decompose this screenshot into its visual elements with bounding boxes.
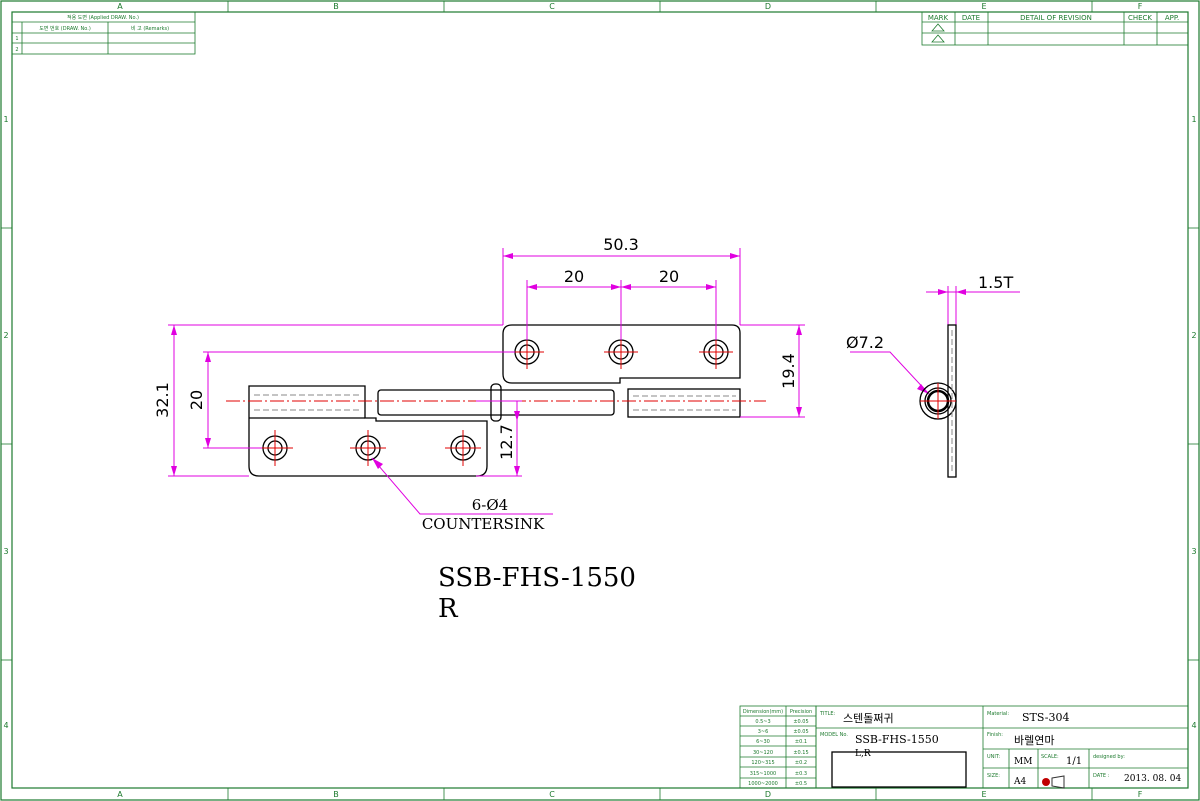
revision-triangle-icon (931, 34, 945, 43)
revision-header-app: APP. (1165, 14, 1179, 22)
dimension-lines (168, 248, 1020, 515)
precision-row-dim: 30~120 (753, 750, 773, 756)
precision-header-dimension: Dimension(mm) (743, 709, 783, 715)
title-value: 스텐돌쩌귀 (843, 712, 894, 725)
zone-col-a-bottom: A (117, 790, 123, 799)
zone-col-e-top: E (981, 2, 986, 11)
zone-col-c-top: C (549, 2, 555, 11)
applied-drawing-table: 적용 도면 (Applied DRAW. No.) 도면 번호 (DRAW. N… (11, 11, 196, 55)
precision-row-dim: 120~315 (751, 760, 774, 766)
revision-header-detail: DETAIL OF REVISION (1020, 14, 1092, 22)
date-label: DATE : (1093, 773, 1110, 779)
precision-row-tol: ±0.5 (795, 781, 807, 787)
pin-collar (490, 383, 502, 422)
dim-thickness: 1.5T (978, 273, 1013, 292)
zone-row-3-left: 3 (3, 547, 8, 556)
scale-label: SCALE: (1041, 754, 1059, 760)
zone-row-1-left: 1 (3, 115, 8, 124)
zone-col-c-bottom: C (549, 790, 555, 799)
countersink-hole (510, 335, 544, 369)
model-sub: L,R (855, 749, 871, 759)
precision-row-tol: ±0.05 (793, 729, 808, 735)
part-hand: R (438, 594, 459, 624)
model-label: MODEL No. (820, 732, 848, 738)
dim-pitch-1: 20 (564, 267, 584, 286)
dim-overall-width: 50.3 (603, 235, 639, 254)
zone-col-f-bottom: F (1138, 790, 1143, 799)
applied-table-col-remarks: 비 고 (Remarks) (131, 25, 169, 32)
dim-inner-height: 20 (187, 390, 206, 410)
zone-row-2-left: 2 (3, 331, 8, 340)
precision-row-dim: 6~30 (756, 739, 770, 745)
precision-row-tol: ±0.2 (795, 760, 807, 766)
revision-header-mark: MARK (928, 14, 949, 22)
zone-col-b-top: B (333, 2, 339, 11)
right-knuckle (627, 388, 741, 418)
model-value: SSB-FHS-1550 (855, 733, 939, 746)
precision-table: Dimension(mm) Precision 0.5~3 ±0.05 3~6 … (739, 705, 817, 789)
applied-table-col-drawno: 도면 번호 (DRAW. No.) (39, 25, 91, 32)
countersink-hole (257, 430, 293, 466)
precision-header-precision: Precision (790, 709, 812, 715)
zone-row-3-right: 3 (1191, 547, 1196, 556)
dim-lower-hole-height: 12.7 (497, 424, 516, 460)
unit-label: UNIT: (987, 754, 1000, 760)
size-label: SIZE: (987, 773, 1000, 779)
precision-row-tol: ±0.3 (795, 771, 807, 777)
size-value: A4 (1013, 777, 1026, 787)
precision-row-dim: 315~1000 (750, 771, 776, 777)
precision-row-tol: ±0.15 (793, 750, 808, 756)
zone-col-d-bottom: D (765, 790, 771, 799)
title-block: TITLE: 스텐돌쩌귀 MODEL No. SSB-FHS-1550 L,R … (815, 705, 1189, 789)
title-label: TITLE: (819, 711, 836, 717)
zone-row-2-right: 2 (1191, 331, 1196, 340)
zone-row-1-right: 1 (1191, 115, 1196, 124)
upper-leaf-outline (502, 324, 741, 384)
countersink-note: COUNTERSINK (422, 515, 545, 533)
hole-count-note: 6-Ø4 (472, 496, 508, 514)
countersink-hole (604, 335, 638, 369)
countersink-hole (445, 430, 481, 466)
zone-row-4-left: 4 (3, 721, 8, 730)
hinge-side-view (919, 324, 957, 478)
hinge-pin (377, 389, 615, 416)
precision-row-dim: 0.5~3 (755, 719, 770, 725)
zone-col-d-top: D (765, 2, 771, 11)
precision-row-dim: 1000~2000 (748, 781, 778, 787)
dim-pitch-2: 20 (659, 267, 679, 286)
revision-triangle-icon (931, 23, 945, 32)
part-model-number: SSB-FHS-1550 (438, 563, 636, 593)
precision-row-tol: ±0.1 (795, 739, 807, 745)
designed-label: designed by: (1093, 754, 1125, 760)
applied-table-row-1: 1 (15, 36, 18, 42)
projection-symbol-icon (1042, 775, 1065, 789)
dim-pin-diameter: Ø7.2 (846, 333, 884, 352)
dim-total-height: 32.1 (153, 382, 172, 418)
material-label: Material: (987, 711, 1009, 717)
zone-col-b-bottom: B (333, 790, 339, 799)
countersink-hole (699, 335, 733, 369)
model-image-box (831, 751, 967, 788)
zone-row-4-right: 4 (1191, 721, 1196, 730)
finish-value: 바렐연마 (1014, 734, 1054, 747)
applied-table-title: 적용 도면 (Applied DRAW. No.) (67, 14, 139, 21)
revision-table: MARK DATE DETAIL OF REVISION CHECK APP. (921, 11, 1189, 46)
date-value: 2013. 08. 04 (1124, 774, 1182, 784)
zone-col-f-top: F (1138, 2, 1143, 11)
precision-row-dim: 3~6 (758, 729, 769, 735)
scale-value: 1/1 (1066, 756, 1082, 767)
unit-value: MM (1014, 757, 1032, 767)
revision-header-check: CHECK (1128, 14, 1152, 22)
revision-header-date: DATE (962, 14, 980, 22)
precision-row-tol: ±0.05 (793, 719, 808, 725)
applied-table-row-2: 2 (15, 47, 18, 53)
material-value: STS-304 (1022, 711, 1070, 724)
zone-col-a-top: A (117, 2, 123, 11)
countersink-hole (350, 430, 386, 466)
zone-col-e-bottom: E (981, 790, 986, 799)
dim-right-leaf-height: 19.4 (779, 353, 798, 389)
finish-label: Finish: (987, 732, 1003, 738)
